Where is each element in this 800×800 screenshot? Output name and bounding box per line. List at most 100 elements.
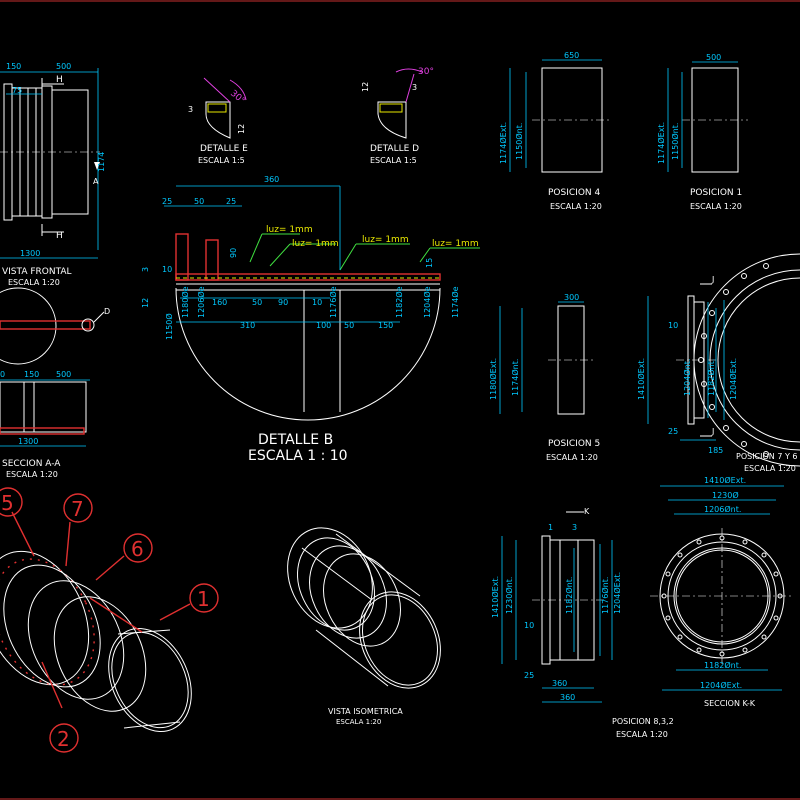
saa-dim-bottom: 1300 (18, 437, 38, 446)
p832-dim-25: 25 (524, 671, 534, 680)
db-scale: ESCALA 1 : 10 (248, 448, 348, 464)
db-v-1182: 1182Øe (394, 286, 404, 318)
detalle-e-view: 30° 3 12 DETALLE E ESCALA 1:5 (188, 77, 248, 165)
db-v-1150: 1150Ø (164, 313, 174, 340)
vf-section-mark-top: H (56, 75, 63, 85)
p76-dim-185: 185 (708, 446, 723, 455)
p832-title: POSICION 8,3,2 (612, 717, 674, 726)
p832-dim-h4: 1176Ønt. (600, 577, 610, 614)
p4-width: 650 (564, 51, 579, 60)
p76-dim-h1: 1410ØExt. (636, 358, 646, 400)
p76-dim-h2: 1204Ønt. (682, 359, 692, 396)
de-angle: 30° (228, 89, 247, 107)
db-gap-3: luz= 1mm (362, 235, 409, 245)
p1-dim-int: 1150Ønt. (670, 123, 680, 160)
dd-scale: ESCALA 1:5 (370, 156, 417, 165)
db-v-1180: 1180Øe (180, 286, 190, 318)
detalle-d-view: 30° 12 3 DETALLE D ESCALA 1:5 (361, 67, 434, 165)
saa-dim-a: 0 (0, 370, 5, 379)
p5-dim-int: 1174Ønt. (510, 359, 520, 396)
db-v-1176: 1176Øe (328, 286, 338, 318)
vf-section-mark-bottom: H (56, 231, 63, 241)
callout-1-label: 1 (197, 587, 210, 611)
p5-scale: ESCALA 1:20 (546, 453, 598, 462)
callout-6: 6 (123, 533, 153, 563)
db-row-160: 160 (212, 298, 227, 307)
skk-dim-1182: 1182Ønt. (704, 660, 741, 670)
p5-title: POSICION 5 (548, 439, 600, 449)
db-dim-10: 10 (162, 265, 172, 274)
db-row-100: 100 (316, 321, 331, 330)
db-dim-15: 15 (425, 258, 434, 268)
saa-dim-c: 500 (56, 370, 71, 379)
p1-width: 500 (706, 53, 721, 62)
callout-1: 1 (189, 583, 219, 613)
p5-dim-ext: 1180ØExt. (488, 358, 498, 400)
db-v-1174: 1174Øe (450, 286, 460, 318)
de-dim-b: 12 (237, 124, 246, 134)
p832-dim-3: 3 (572, 523, 577, 532)
db-row-310: 310 (240, 321, 255, 330)
db-flange-red-1 (175, 233, 189, 281)
db-dim-3: 3 (141, 267, 150, 272)
db-dim-12: 12 (141, 298, 150, 308)
p76-scale: ESCALA 1:20 (744, 464, 796, 473)
saa-detail-mark: D (104, 307, 110, 316)
iso-scale: ESCALA 1:20 (336, 718, 381, 726)
p76-bolt-holes (698, 263, 769, 457)
callout-5: 5 (0, 487, 23, 517)
vf-dim-top-b: 500 (56, 62, 71, 71)
p832-dim-10: 10 (524, 621, 534, 630)
p76-dim-10: 10 (668, 321, 678, 330)
skk-dim-top: 1410ØExt. (704, 475, 746, 485)
vf-detail-mark: A (93, 177, 99, 186)
p76-mark-bottom: J (711, 427, 714, 436)
callout-2: 2 (49, 723, 79, 753)
db-row-90: 90 (278, 298, 288, 307)
p832-dim-1: 1 (548, 523, 553, 532)
p76-mark-top: J (711, 275, 714, 284)
db-row-50b: 50 (344, 321, 354, 330)
p832-dim-h5: 1204ØExt. (612, 572, 622, 614)
db-dim-90: 90 (229, 248, 238, 258)
p832-dim-h1: 1410ØExt. (490, 576, 500, 618)
vf-dim-inner: 75 (12, 86, 22, 95)
db-v-1206: 1206Øe (196, 286, 206, 318)
p832-scale: ESCALA 1:20 (616, 730, 668, 739)
p5-width: 300 (564, 293, 579, 302)
callout-7: 7 (63, 493, 93, 523)
posicion-5-view: 300 1180ØExt. 1174Ønt. POSICION 5 ESCALA… (488, 293, 600, 462)
skk-dim-1206: 1206Ønt. (704, 504, 741, 514)
db-gap-4: luz= 1mm (432, 239, 479, 249)
db-v-1204: 1204Øe (422, 286, 432, 318)
vf-title: VISTA FRONTAL (2, 267, 72, 277)
seccion-aa-view: D 0 150 500 1300 SECCION A-A ESCALA 1:20 (0, 287, 110, 479)
vf-scale: ESCALA 1:20 (8, 278, 60, 287)
p4-title: POSICION 4 (548, 188, 600, 198)
p832-dim-360a: 360 (552, 679, 567, 688)
db-row-10: 10 (312, 298, 322, 307)
iso-title: VISTA ISOMETRICA (328, 707, 403, 716)
db-dim-top: 360 (264, 175, 279, 184)
p832-mark: K (584, 507, 590, 516)
exploded-assembly-view (0, 511, 192, 733)
iso-flange-back (287, 527, 373, 629)
p1-dim-ext: 1174ØExt. (656, 122, 666, 164)
db-dim-25a: 25 (162, 197, 172, 206)
p76-flange-outer (693, 253, 800, 467)
dd-dim-a: 12 (361, 82, 370, 92)
posicion-832-view: K 1410ØExt. 1230Ønt. 1182Ønt. 1176Ønt. 1… (490, 507, 674, 739)
db-dim-50: 50 (194, 197, 204, 206)
db-row-150: 150 (378, 321, 393, 330)
de-dim-a: 3 (188, 105, 193, 114)
p4-dim-ext: 1174ØExt. (498, 122, 508, 164)
saa-dim-b: 150 (24, 370, 39, 379)
vf-dim-top-a: 150 (6, 62, 21, 71)
db-title: DETALLE B (258, 432, 333, 448)
p76-dim-25: 25 (668, 427, 678, 436)
skk-title: SECCION K-K (704, 699, 756, 708)
p76-dim-h3: 1182Ønt. (706, 359, 716, 396)
saa-scale: ESCALA 1:20 (6, 470, 58, 479)
callout-6-label: 6 (131, 537, 144, 561)
